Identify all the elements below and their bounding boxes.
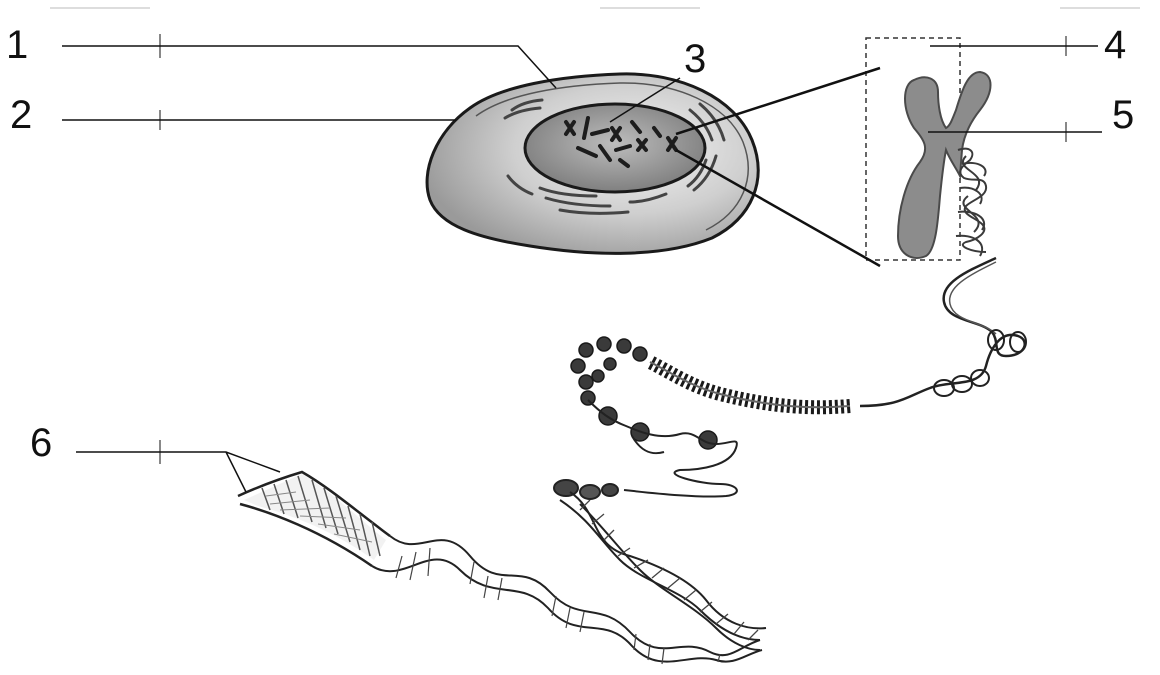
dna-knot <box>554 480 618 499</box>
label-2: 2 <box>10 93 32 137</box>
chromosome-detail <box>866 38 991 260</box>
label-5: 5 <box>1112 93 1134 137</box>
label-3: 3 <box>684 37 706 81</box>
chromatin-coils <box>934 330 1026 396</box>
leader-line-1 <box>62 46 556 88</box>
label-1: 1 <box>6 23 28 67</box>
dna-ladder <box>238 472 390 566</box>
leader-line-6 <box>76 452 280 492</box>
nucleus <box>525 104 705 192</box>
dna-helix-left <box>372 536 762 664</box>
label-4: 4 <box>1104 23 1126 67</box>
label-6: 6 <box>30 421 52 465</box>
dna-helix-right <box>560 492 766 650</box>
cell <box>427 74 758 253</box>
chromatin-fiber <box>554 258 1026 499</box>
